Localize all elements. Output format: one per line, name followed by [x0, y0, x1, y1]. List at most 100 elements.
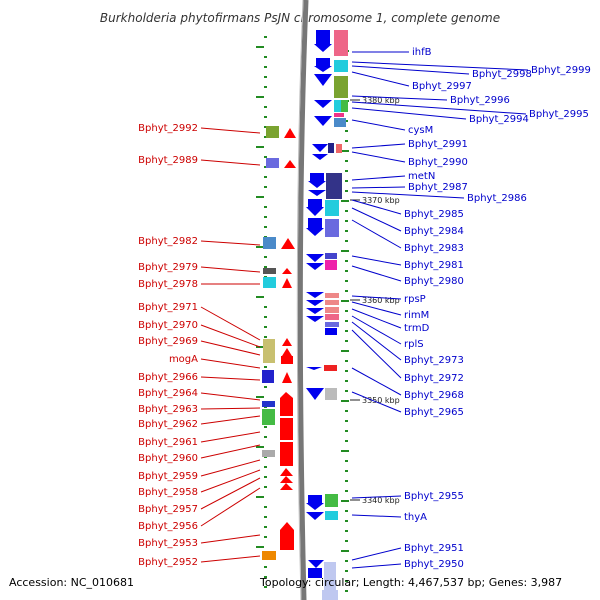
- gene-box[interactable]: [334, 30, 348, 56]
- gene-label[interactable]: Bphyt_2957: [138, 504, 198, 515]
- gene-bar[interactable]: [310, 173, 324, 181]
- gene-label[interactable]: Bphyt_2952: [138, 557, 198, 568]
- gene-label[interactable]: rpsP: [404, 294, 426, 305]
- gene-arrow[interactable]: [282, 278, 292, 288]
- gene-label[interactable]: trmD: [404, 323, 430, 334]
- gene-label[interactable]: Bphyt_2961: [138, 437, 198, 448]
- gene-label[interactable]: Bphyt_2964: [138, 388, 198, 399]
- gene-label[interactable]: Bphyt_2991: [408, 139, 468, 150]
- gene-arrow[interactable]: [282, 348, 292, 356]
- gene-box[interactable]: [324, 365, 337, 371]
- gene-arrow[interactable]: [308, 560, 324, 568]
- gene-bar[interactable]: [280, 442, 293, 466]
- gene-arrow[interactable]: [306, 388, 324, 400]
- gene-label[interactable]: Bphyt_2955: [404, 491, 464, 502]
- gene-arrow[interactable]: [282, 268, 292, 274]
- gene-box[interactable]: [328, 143, 334, 153]
- gene-box[interactable]: [266, 158, 279, 168]
- gene-box[interactable]: [326, 173, 342, 199]
- gene-box[interactable]: [262, 551, 276, 560]
- gene-box[interactable]: [325, 511, 338, 520]
- gene-box[interactable]: [325, 293, 339, 298]
- gene-box[interactable]: [325, 307, 339, 313]
- gene-box[interactable]: [325, 388, 337, 400]
- gene-box[interactable]: [325, 200, 339, 216]
- gene-arrow[interactable]: [308, 190, 326, 196]
- gene-arrow[interactable]: [306, 254, 324, 262]
- gene-box[interactable]: [263, 277, 276, 288]
- gene-label[interactable]: Bphyt_2956: [138, 521, 198, 532]
- gene-label[interactable]: Bphyt_2986: [467, 193, 527, 204]
- gene-label[interactable]: Bphyt_2970: [138, 320, 198, 331]
- gene-arrow[interactable]: [306, 292, 324, 298]
- gene-label[interactable]: thyA: [404, 512, 427, 523]
- gene-label[interactable]: Bphyt_2983: [404, 243, 464, 254]
- gene-bar[interactable]: [281, 356, 293, 364]
- gene-box[interactable]: [325, 253, 337, 259]
- gene-label[interactable]: Bphyt_2997: [412, 81, 472, 92]
- gene-arrow[interactable]: [284, 128, 296, 138]
- gene-arrow[interactable]: [306, 207, 324, 216]
- gene-arrow[interactable]: [280, 483, 293, 490]
- gene-label[interactable]: Bphyt_2972: [404, 373, 464, 384]
- gene-label[interactable]: cysM: [408, 125, 433, 136]
- gene-arrow[interactable]: [312, 154, 328, 160]
- gene-label[interactable]: Bphyt_2985: [404, 209, 464, 220]
- gene-arrow[interactable]: [280, 468, 293, 476]
- gene-box[interactable]: [325, 300, 339, 305]
- gene-label[interactable]: Bphyt_2984: [404, 226, 464, 237]
- gene-label[interactable]: Bphyt_2960: [138, 453, 198, 464]
- gene-label[interactable]: Bphyt_2951: [404, 543, 464, 554]
- gene-label[interactable]: mogA: [169, 354, 198, 365]
- gene-box[interactable]: [263, 268, 276, 274]
- gene-label[interactable]: Bphyt_2982: [138, 236, 198, 247]
- gene-label[interactable]: ihfB: [412, 47, 432, 58]
- gene-arrow[interactable]: [284, 160, 296, 168]
- gene-label[interactable]: Bphyt_2963: [138, 404, 198, 415]
- gene-box[interactable]: [336, 144, 342, 153]
- gene-box[interactable]: [334, 100, 341, 112]
- gene-label[interactable]: Bphyt_2953: [138, 538, 198, 549]
- gene-bar[interactable]: [280, 530, 294, 550]
- gene-arrow[interactable]: [282, 338, 292, 346]
- gene-arrow[interactable]: [308, 181, 326, 188]
- gene-bar[interactable]: [308, 199, 322, 207]
- gene-arrow[interactable]: [282, 372, 292, 383]
- gene-arrow[interactable]: [306, 512, 324, 520]
- gene-arrow[interactable]: [280, 522, 294, 530]
- gene-box[interactable]: [262, 409, 275, 425]
- gene-arrow[interactable]: [306, 308, 324, 314]
- gene-label[interactable]: Bphyt_2962: [138, 419, 198, 430]
- gene-label[interactable]: Bphyt_2987: [408, 182, 468, 193]
- gene-arrow[interactable]: [306, 503, 324, 510]
- gene-label[interactable]: Bphyt_2979: [138, 262, 198, 273]
- gene-label[interactable]: Bphyt_2981: [404, 260, 464, 271]
- gene-bar[interactable]: [308, 568, 322, 578]
- gene-bar[interactable]: [316, 58, 330, 66]
- gene-label[interactable]: Bphyt_2973: [404, 355, 464, 366]
- gene-label[interactable]: Bphyt_2989: [138, 155, 198, 166]
- gene-label[interactable]: rplS: [404, 339, 424, 350]
- gene-box[interactable]: [325, 219, 339, 237]
- gene-box[interactable]: [325, 314, 339, 320]
- gene-arrow[interactable]: [314, 66, 332, 72]
- gene-box[interactable]: [262, 401, 275, 407]
- gene-box[interactable]: [334, 60, 348, 72]
- gene-label[interactable]: Bphyt_2999: [531, 65, 591, 76]
- gene-label[interactable]: Bphyt_2992: [138, 123, 198, 134]
- gene-arrow[interactable]: [314, 116, 332, 126]
- gene-arrow[interactable]: [312, 144, 328, 152]
- gene-arrow[interactable]: [306, 263, 324, 270]
- gene-box[interactable]: [325, 322, 339, 327]
- gene-box[interactable]: [334, 118, 346, 127]
- gene-label[interactable]: Bphyt_2966: [138, 372, 198, 383]
- gene-label[interactable]: Bphyt_2998: [472, 69, 532, 80]
- gene-arrow[interactable]: [306, 228, 324, 236]
- gene-box[interactable]: [325, 260, 337, 270]
- gene-box[interactable]: [262, 450, 275, 457]
- gene-label[interactable]: Bphyt_2978: [138, 279, 198, 290]
- gene-label[interactable]: Bphyt_2959: [138, 471, 198, 482]
- gene-label[interactable]: rimM: [404, 310, 429, 321]
- gene-bar[interactable]: [280, 398, 293, 416]
- gene-box[interactable]: [334, 76, 348, 98]
